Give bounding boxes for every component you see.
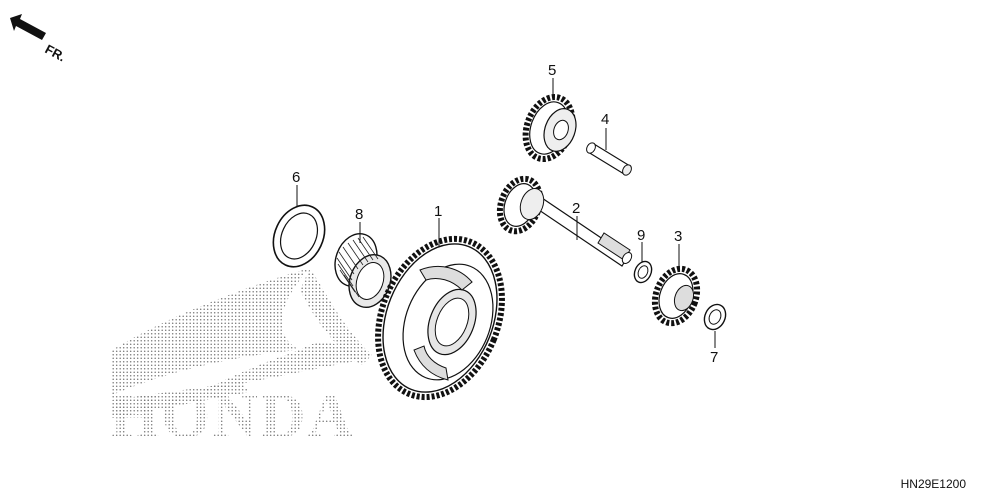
callout-8: 8	[355, 206, 363, 223]
part-3-drive-gear	[651, 265, 701, 327]
callout-9: 9	[637, 227, 645, 244]
part-4-shaft-pin	[586, 142, 632, 176]
callout-3: 3	[674, 228, 682, 245]
front-direction-label: FR.	[43, 41, 69, 64]
callout-2: 2	[572, 200, 580, 217]
part-6-seal-ring	[272, 204, 326, 268]
drawing-code: HN29E1200	[900, 477, 966, 491]
front-direction-indicator: FR.	[10, 14, 68, 64]
part-2-gear-shaft	[496, 175, 633, 267]
honda-wing-watermark	[112, 268, 372, 418]
callout-6: 6	[292, 169, 300, 186]
callout-5: 5	[548, 62, 556, 79]
part-9-washer	[633, 260, 653, 284]
part-1-driven-gear	[375, 235, 505, 401]
part-8-needle-bearing	[334, 233, 393, 308]
callout-1: 1	[434, 203, 442, 220]
callout-7: 7	[710, 349, 718, 366]
part-7-washer	[703, 303, 727, 331]
honda-wordmark-watermark: HONDA	[110, 380, 355, 451]
arrow-icon	[10, 14, 46, 40]
callout-leader-lines	[296, 78, 716, 348]
part-5-idle-gear	[522, 94, 577, 162]
callout-4: 4	[601, 111, 609, 128]
